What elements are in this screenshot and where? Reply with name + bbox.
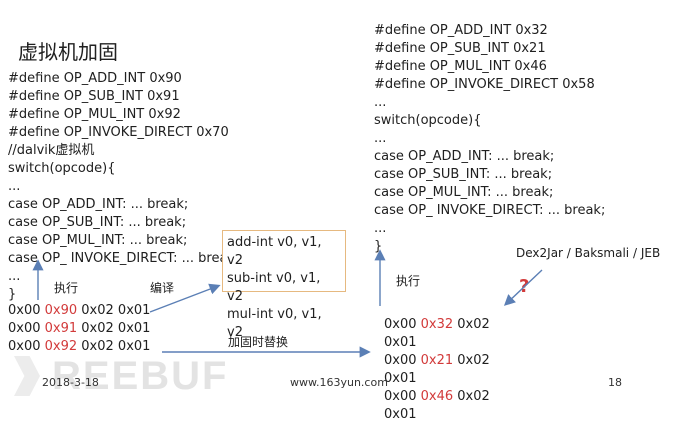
left-defines: #define OP_ADD_INT 0x90 #define OP_SUB_I… bbox=[8, 70, 229, 304]
right-case-line: case OP_MUL_INT: ... break; bbox=[374, 185, 554, 200]
left-define-line: #define OP_SUB_INT 0x91 bbox=[8, 89, 180, 104]
execute-label-left: 执行 bbox=[54, 281, 79, 295]
smali-line: v2 bbox=[227, 253, 243, 268]
right-define-line: #define OP_SUB_INT 0x21 bbox=[374, 41, 546, 56]
left-define-line: #define OP_ADD_INT 0x90 bbox=[8, 71, 182, 86]
right-bytecode-row: 0x01 bbox=[384, 406, 490, 424]
right-switch-line: switch(opcode){ bbox=[374, 113, 482, 128]
byte-text: 0x00 bbox=[8, 339, 45, 354]
right-bytecode-row: 0x00 0x32 0x02 bbox=[384, 316, 490, 334]
right-case-line: case OP_ INVOKE_DIRECT: ... break; bbox=[374, 203, 606, 218]
execute-label-right: 执行 bbox=[396, 274, 421, 288]
slide-title: 虚拟机加固 bbox=[18, 40, 118, 64]
left-ellipsis: ... bbox=[8, 269, 21, 284]
right-bytecode-row: 0x01 bbox=[384, 334, 490, 352]
left-define-line: #define OP_MUL_INT 0x92 bbox=[8, 107, 181, 122]
left-ellipsis: ... bbox=[8, 179, 21, 194]
byte-text: 0x02 0x01 bbox=[77, 321, 151, 336]
footer-date: 2018-3-18 bbox=[42, 376, 99, 389]
byte-red: 0x92 bbox=[44, 339, 78, 354]
byte-text: 0x00 bbox=[384, 389, 421, 404]
byte-red: 0x46 bbox=[420, 389, 454, 404]
smali-line: sub-int v0, v1, bbox=[227, 271, 321, 286]
byte-text: 0x00 bbox=[384, 353, 421, 368]
right-bytecode-row: 0x00 0x46 0x02 bbox=[384, 388, 490, 406]
byte-red: 0x21 bbox=[420, 353, 454, 368]
byte-text: 0x02 bbox=[453, 389, 490, 404]
right-bytecode: 0x00 0x32 0x02 0x01 0x00 0x21 0x02 0x01 … bbox=[384, 316, 490, 424]
right-close-brace: } bbox=[374, 239, 383, 254]
smali-box bbox=[222, 230, 346, 292]
smali-line: v2 bbox=[227, 325, 243, 340]
byte-red: 0x91 bbox=[44, 321, 78, 336]
byte-text: 0x01 bbox=[384, 407, 417, 422]
left-close-brace: } bbox=[8, 287, 17, 302]
right-define-line: #define OP_INVOKE_DIRECT 0x58 bbox=[374, 77, 595, 92]
byte-text: 0x02 bbox=[453, 353, 490, 368]
footer-site: www.163yun.com bbox=[290, 376, 388, 389]
byte-text: 0x00 bbox=[8, 303, 45, 318]
byte-red: 0x90 bbox=[44, 303, 78, 318]
left-case-line: case OP_SUB_INT: ... break; bbox=[8, 215, 187, 230]
left-define-line: #define OP_INVOKE_DIRECT 0x70 bbox=[8, 125, 229, 140]
right-bytecode-row: 0x01 bbox=[384, 370, 490, 388]
right-ellipsis: ... bbox=[374, 95, 387, 110]
left-bytecode: 0x00 0x90 0x02 0x01 0x00 0x91 0x02 0x01 … bbox=[8, 302, 150, 356]
footer-page-number: 18 bbox=[608, 376, 622, 389]
smali-line: mul-int v0, v1, bbox=[227, 307, 322, 322]
right-case-line: case OP_ADD_INT: ... break; bbox=[374, 149, 555, 164]
right-ellipsis: ... bbox=[374, 131, 387, 146]
byte-red: 0x32 bbox=[420, 317, 454, 332]
byte-text: 0x01 bbox=[384, 371, 417, 386]
left-comment: //dalvik虚拟机 bbox=[8, 143, 95, 158]
right-define-line: #define OP_ADD_INT 0x32 bbox=[374, 23, 548, 38]
right-bytecode-row: 0x00 0x21 0x02 bbox=[384, 352, 490, 370]
left-bytecode-row: 0x00 0x91 0x02 0x01 bbox=[8, 320, 150, 338]
right-defines: #define OP_ADD_INT 0x32 #define OP_SUB_I… bbox=[374, 22, 605, 256]
smali-line: v2 bbox=[227, 289, 243, 304]
left-case-line: case OP_MUL_INT: ... break; bbox=[8, 233, 188, 248]
right-case-line: case OP_SUB_INT: ... break; bbox=[374, 167, 553, 182]
smali-code: add-int v0, v1, v2 sub-int v0, v1, v2 mu… bbox=[227, 234, 322, 342]
right-ellipsis: ... bbox=[374, 221, 387, 236]
right-define-line: #define OP_MUL_INT 0x46 bbox=[374, 59, 547, 74]
harden-replace-label: 加固时替换 bbox=[228, 335, 289, 349]
byte-text: 0x02 bbox=[453, 317, 490, 332]
byte-text: 0x02 0x01 bbox=[77, 303, 151, 318]
byte-text: 0x00 bbox=[8, 321, 45, 336]
left-switch-line: switch(opcode){ bbox=[8, 161, 116, 176]
left-case-line: case OP_ INVOKE_DIRECT: ... brea bbox=[8, 251, 228, 266]
compile-arrow bbox=[149, 283, 221, 313]
watermark-text: REEBUF bbox=[52, 354, 229, 398]
byte-text: 0x00 bbox=[384, 317, 421, 332]
tools-label: Dex2Jar / Baksmali / JEB bbox=[516, 246, 661, 260]
left-bytecode-row: 0x00 0x90 0x02 0x01 bbox=[8, 302, 150, 320]
compile-label: 编译 bbox=[150, 281, 175, 295]
byte-text: 0x02 0x01 bbox=[77, 339, 151, 354]
left-bytecode-row: 0x00 0x92 0x02 0x01 bbox=[8, 338, 150, 356]
smali-line: add-int v0, v1, bbox=[227, 235, 322, 250]
byte-text: 0x01 bbox=[384, 335, 417, 350]
left-case-line: case OP_ADD_INT: ... break; bbox=[8, 197, 189, 212]
tools-arrow bbox=[503, 269, 543, 306]
